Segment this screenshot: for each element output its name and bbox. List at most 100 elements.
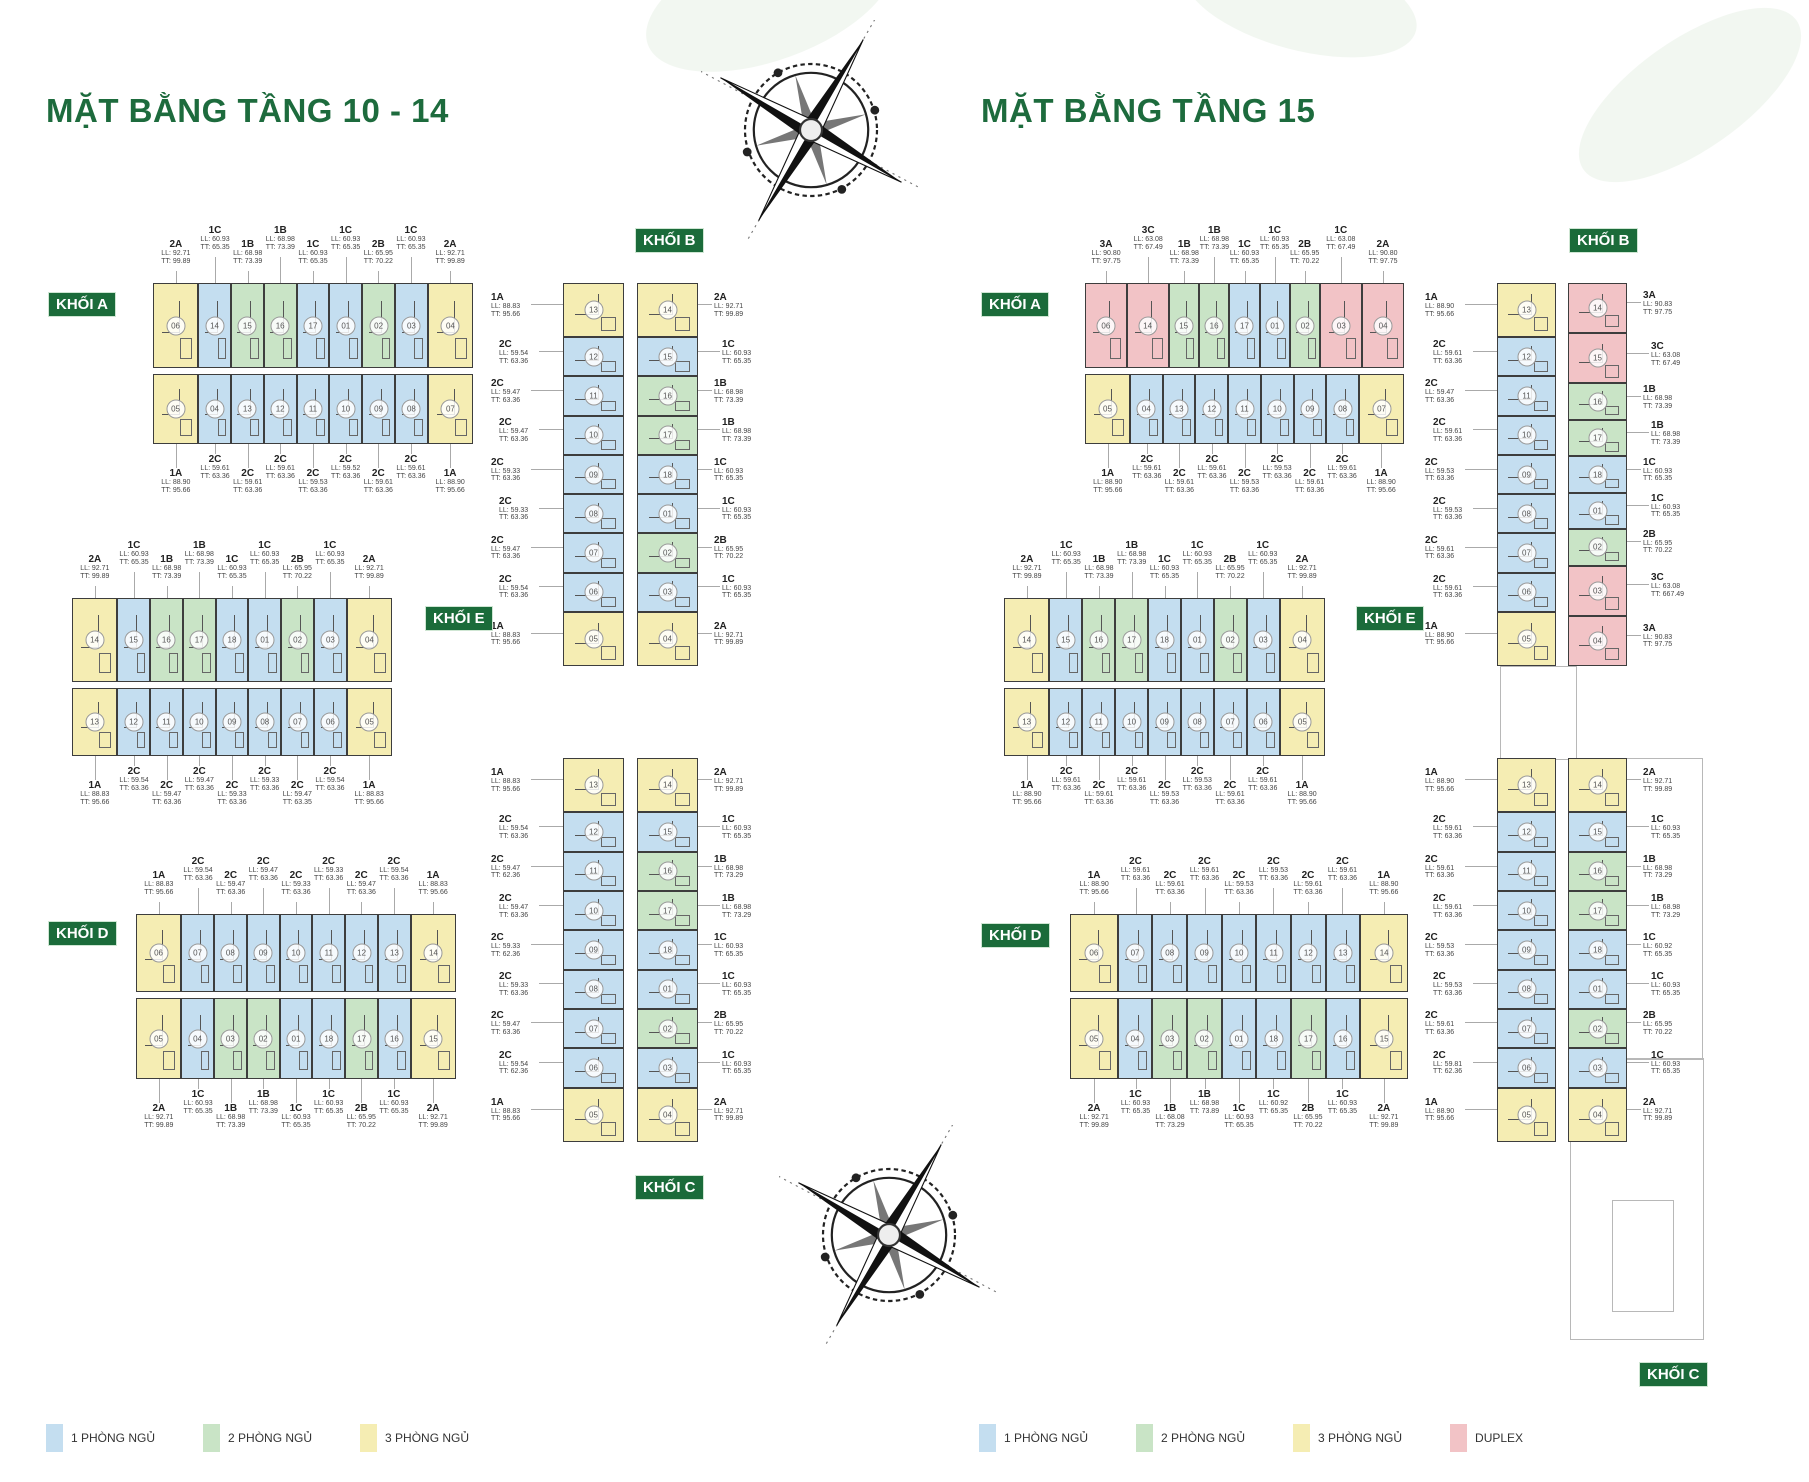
unit-1pn[interactable]: 08 <box>563 494 624 534</box>
unit-1pn[interactable]: 15 <box>637 337 698 377</box>
unit-1pn[interactable]: 12 <box>263 374 297 444</box>
unit-3pn[interactable]: 05 <box>1279 688 1326 756</box>
unit-2pn[interactable]: 17 <box>182 598 216 682</box>
unit-3pn[interactable]: 14 <box>637 758 698 813</box>
unit-2pn[interactable]: 17 <box>1291 998 1326 1079</box>
unit-duplex[interactable]: 06 <box>1085 283 1127 368</box>
unit-2pn[interactable]: 16 <box>1568 851 1627 891</box>
unit-1pn[interactable]: 09 <box>215 688 249 756</box>
unit-1pn[interactable]: 07 <box>1117 914 1153 992</box>
unit-3pn[interactable]: 05 <box>1497 1087 1556 1142</box>
unit-1pn[interactable]: 12 <box>1195 374 1229 444</box>
unit-2pn[interactable]: 02 <box>637 1009 698 1049</box>
unit-3pn[interactable]: 14 <box>1568 758 1627 813</box>
unit-2pn[interactable]: 17 <box>345 998 379 1079</box>
unit-3pn[interactable]: 04 <box>637 1087 698 1142</box>
unit-1pn[interactable]: 11 <box>1228 374 1261 444</box>
unit-3pn[interactable]: 13 <box>72 688 118 756</box>
unit-2pn[interactable]: 02 <box>1568 1009 1627 1049</box>
unit-3pn[interactable]: 04 <box>1568 1087 1627 1142</box>
unit-1pn[interactable]: 04 <box>1130 374 1163 444</box>
unit-2pn[interactable]: 02 <box>637 533 698 573</box>
unit-1pn[interactable]: 04 <box>1117 998 1153 1079</box>
unit-1pn[interactable]: 06 <box>563 1048 624 1088</box>
unit-3pn[interactable]: 13 <box>563 758 624 813</box>
unit-3pn[interactable]: 05 <box>1070 998 1118 1079</box>
unit-1pn[interactable]: 08 <box>213 914 247 992</box>
unit-2pn[interactable]: 17 <box>1568 419 1627 457</box>
unit-duplex[interactable]: 04 <box>1362 283 1404 368</box>
unit-1pn[interactable]: 09 <box>1293 374 1327 444</box>
unit-1pn[interactable]: 03 <box>314 598 347 682</box>
unit-1pn[interactable]: 18 <box>1256 998 1291 1079</box>
unit-1pn[interactable]: 18 <box>637 454 698 495</box>
unit-1pn[interactable]: 10 <box>1497 890 1556 931</box>
unit-1pn[interactable]: 08 <box>395 374 428 444</box>
unit-1pn[interactable]: 12 <box>1291 914 1326 992</box>
unit-1pn[interactable]: 13 <box>230 374 264 444</box>
unit-2pn[interactable]: 02 <box>246 998 280 1079</box>
unit-2pn[interactable]: 16 <box>1082 598 1116 682</box>
unit-3pn[interactable]: 14 <box>72 598 118 682</box>
unit-1pn[interactable]: 08 <box>1497 969 1556 1009</box>
unit-1pn[interactable]: 11 <box>296 374 330 444</box>
unit-1pn[interactable]: 11 <box>1497 376 1556 416</box>
unit-1pn[interactable]: 03 <box>637 1048 698 1088</box>
unit-3pn[interactable]: 06 <box>1070 914 1118 992</box>
unit-1pn[interactable]: 07 <box>563 533 624 573</box>
unit-3pn[interactable]: 13 <box>1004 688 1050 756</box>
unit-1pn[interactable]: 01 <box>1180 598 1214 682</box>
unit-2pn[interactable]: 17 <box>637 890 698 931</box>
unit-3pn[interactable]: 06 <box>153 283 199 368</box>
unit-1pn[interactable]: 09 <box>1148 688 1181 756</box>
unit-2pn[interactable]: 17 <box>1115 598 1149 682</box>
unit-1pn[interactable]: 12 <box>1497 337 1556 377</box>
unit-3pn[interactable]: 04 <box>1279 598 1326 682</box>
unit-3pn[interactable]: 05 <box>1085 374 1130 444</box>
unit-2pn[interactable]: 16 <box>149 598 183 682</box>
unit-2pn[interactable]: 16 <box>1568 383 1627 420</box>
unit-1pn[interactable]: 18 <box>312 998 346 1079</box>
unit-1pn[interactable]: 01 <box>637 969 698 1009</box>
unit-3pn[interactable]: 13 <box>1497 283 1556 338</box>
unit-1pn[interactable]: 03 <box>1246 598 1280 682</box>
unit-1pn[interactable]: 07 <box>181 914 214 992</box>
unit-1pn[interactable]: 08 <box>1497 494 1556 534</box>
unit-3pn[interactable]: 13 <box>563 283 624 338</box>
unit-1pn[interactable]: 18 <box>1568 930 1627 970</box>
unit-1pn[interactable]: 03 <box>1568 1048 1627 1088</box>
unit-3pn[interactable]: 04 <box>346 598 392 682</box>
unit-3pn[interactable]: 05 <box>346 688 392 756</box>
unit-1pn[interactable]: 08 <box>563 969 624 1009</box>
unit-2pn[interactable]: 16 <box>637 851 698 891</box>
unit-1pn[interactable]: 11 <box>312 914 346 992</box>
unit-1pn[interactable]: 15 <box>1049 598 1083 682</box>
unit-2pn[interactable]: 03 <box>1152 998 1188 1079</box>
unit-3pn[interactable]: 14 <box>637 283 698 338</box>
unit-1pn[interactable]: 07 <box>281 688 315 756</box>
unit-3pn[interactable]: 13 <box>1497 758 1556 813</box>
unit-1pn[interactable]: 18 <box>1148 598 1181 682</box>
unit-2pn[interactable]: 17 <box>637 415 698 455</box>
unit-1pn[interactable]: 09 <box>246 914 280 992</box>
unit-1pn[interactable]: 01 <box>1259 283 1291 368</box>
unit-2pn[interactable]: 02 <box>1187 998 1222 1079</box>
unit-1pn[interactable]: 01 <box>1568 969 1627 1009</box>
unit-1pn[interactable]: 17 <box>296 283 330 368</box>
unit-3pn[interactable]: 05 <box>153 374 199 444</box>
unit-1pn[interactable]: 01 <box>248 598 282 682</box>
unit-1pn[interactable]: 13 <box>1325 914 1361 992</box>
unit-1pn[interactable]: 12 <box>563 337 624 377</box>
unit-1pn[interactable]: 10 <box>1221 914 1257 992</box>
unit-1pn[interactable]: 01 <box>329 283 363 368</box>
unit-duplex[interactable]: 15 <box>1568 333 1627 384</box>
unit-1pn[interactable]: 04 <box>198 374 231 444</box>
unit-3pn[interactable]: 05 <box>563 611 624 667</box>
unit-2pn[interactable]: 16 <box>263 283 297 368</box>
unit-1pn[interactable]: 12 <box>345 914 379 992</box>
unit-1pn[interactable]: 07 <box>563 1009 624 1049</box>
unit-1pn[interactable]: 01 <box>637 494 698 534</box>
unit-2pn[interactable]: 16 <box>637 376 698 416</box>
unit-1pn[interactable]: 11 <box>1256 914 1291 992</box>
unit-1pn[interactable]: 12 <box>563 812 624 852</box>
